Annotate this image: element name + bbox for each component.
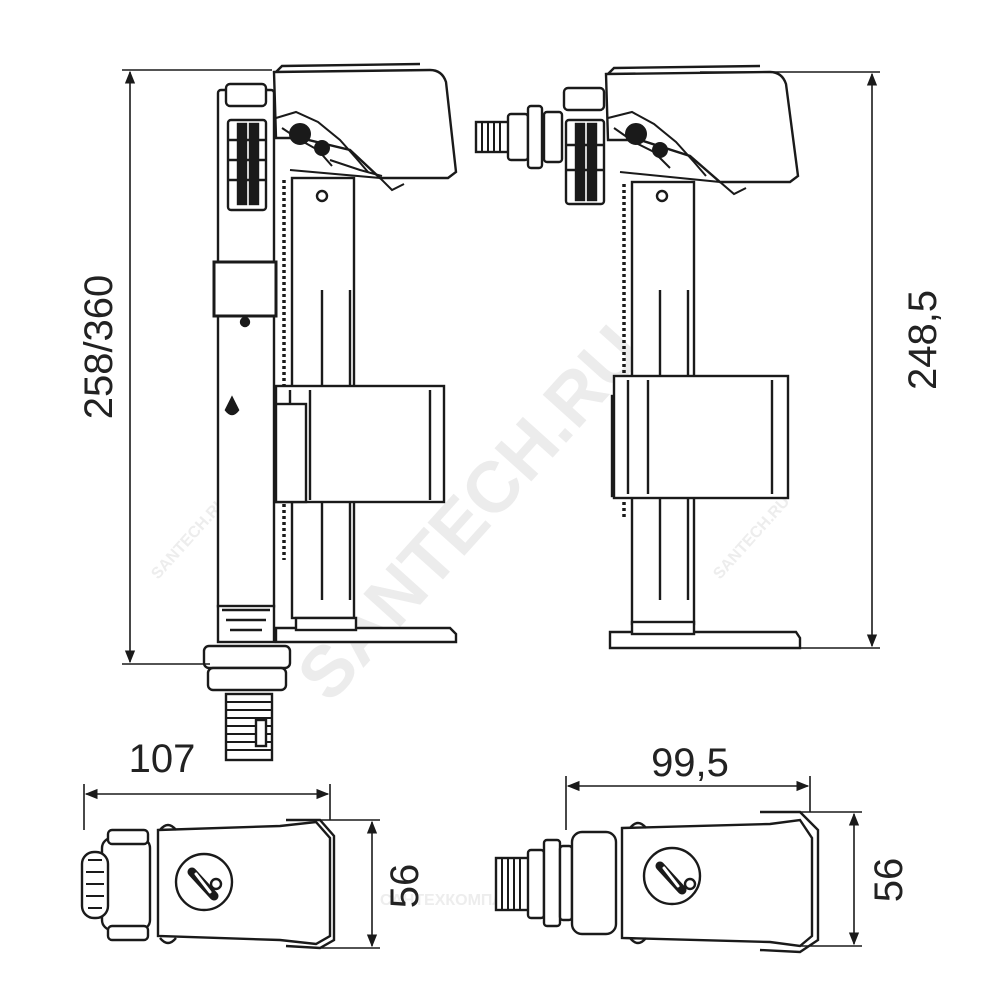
dimension-width-left [83,784,331,830]
valve-front-view-right [474,64,802,650]
dimension-depth-left [316,819,380,949]
valve-top-view-left [80,818,336,950]
dimension-depth-right [800,811,862,947]
dimension-label-height-right: 248,5 [901,290,945,390]
watermark-small-right: SANTECH.RU [710,493,793,582]
dimension-label-height-left: 258/360 [77,275,121,420]
dimension-height-left [122,69,272,665]
valve-top-view-right [494,810,820,954]
dimension-height-right [700,71,880,649]
dimension-label-width-right: 99,5 [651,741,729,785]
valve-front-view-left [202,62,458,762]
dimension-label-depth-right: 56 [867,858,911,903]
dimension-label-depth-left: 56 [383,864,427,909]
dimension-width-right [565,776,811,830]
dimension-label-width-left: 107 [129,737,196,781]
